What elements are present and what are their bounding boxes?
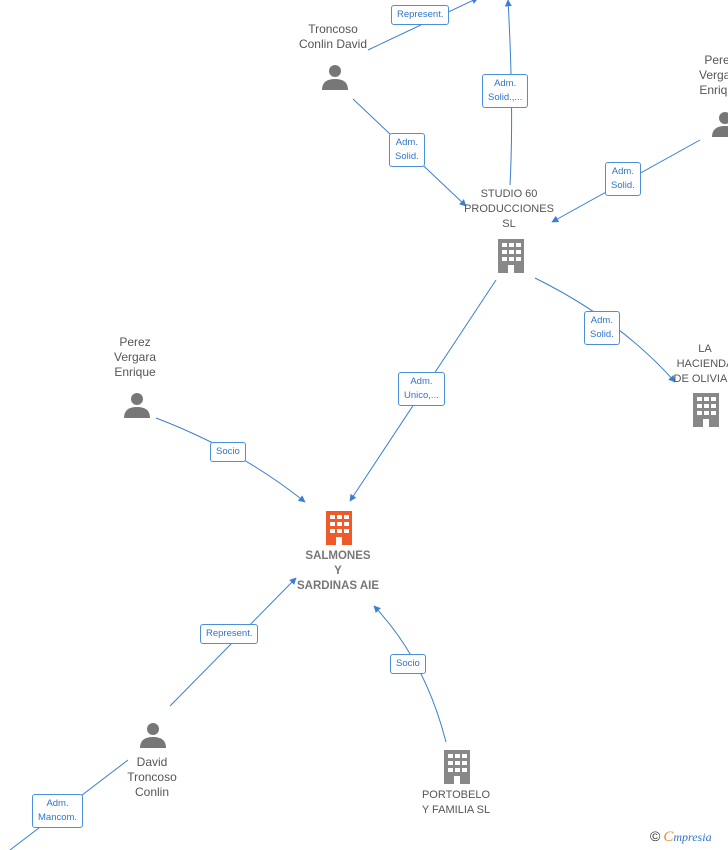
node-salmones-label[interactable]: SALMONES Y SARDINAS AIE xyxy=(288,549,388,594)
label-line: Y xyxy=(334,565,342,577)
node-troncoso-top-label[interactable]: Troncoso Conlin David xyxy=(293,22,373,52)
edge-label-adm-unico[interactable]: Adm. Unico,... xyxy=(398,372,445,406)
label-line: David xyxy=(136,755,168,769)
edges xyxy=(9,0,701,850)
building-icon[interactable] xyxy=(326,511,352,545)
building-icon[interactable] xyxy=(498,239,524,273)
label-line: Vergara xyxy=(113,350,157,364)
edge-label-line: Socio xyxy=(396,658,420,669)
label-line: PORTOBELO xyxy=(421,789,491,801)
node-perez-right-label[interactable]: Perez Vergara Enrique xyxy=(690,53,728,98)
edge-label-line: Adm. xyxy=(590,315,613,326)
edge-label-line: Adm. xyxy=(494,78,517,89)
label-line: Enrique xyxy=(699,83,728,97)
label-line: Conlin xyxy=(134,785,170,799)
node-david-label[interactable]: David Troncoso Conlin xyxy=(112,755,192,800)
edge-label-socio-perez[interactable]: Socio xyxy=(210,442,246,462)
edge-label-adm-mancom[interactable]: Adm. Mancom. xyxy=(32,794,84,828)
label-line: Troncoso xyxy=(127,770,177,784)
edge-label-adm-solid-top[interactable]: Adm. Solid.,... xyxy=(482,74,529,108)
edge-label-line: Socio xyxy=(216,446,240,457)
label-line: Enrique xyxy=(114,365,156,379)
edge-label-adm-solid-troncoso[interactable]: Adm. Solid. xyxy=(389,133,425,167)
edge-label-line: Solid. xyxy=(590,329,614,340)
copyright-icon: © xyxy=(650,828,661,844)
node-studio60-label[interactable]: STUDIO 60 PRODUCCIONES SL xyxy=(459,187,559,232)
label-line: Perez xyxy=(119,335,151,349)
label-line: SL xyxy=(502,218,516,230)
label-line: PRODUCCIONES xyxy=(464,203,554,215)
person-icon[interactable] xyxy=(124,393,150,418)
label-line: Troncoso xyxy=(308,22,358,36)
label-line: DE OLIVIA... xyxy=(673,373,728,385)
edge-label-line: Adm. xyxy=(395,137,418,148)
edge-label-adm-solid-hacienda[interactable]: Adm. Solid. xyxy=(584,311,620,345)
person-icon[interactable] xyxy=(322,65,348,90)
edge-label-line: Solid. xyxy=(395,151,419,162)
edge-label-represent-top[interactable]: Represent. xyxy=(391,5,450,25)
label-line: Vergara xyxy=(698,68,728,82)
edge-label-line: Adm. xyxy=(410,376,433,387)
brand-name: mpresia xyxy=(673,830,712,844)
label-line: Y FAMILIA SL xyxy=(421,804,491,816)
label-line: HACIENDA xyxy=(676,358,728,370)
edge-label-line: Adm. xyxy=(46,798,69,809)
label-line: STUDIO 60 xyxy=(480,188,538,200)
node-portobelo-label[interactable]: PORTOBELO Y FAMILIA SL xyxy=(406,788,506,818)
brand-initial: C xyxy=(663,829,674,845)
label-line: SALMONES xyxy=(305,550,371,562)
edge-label-line: Mancom. xyxy=(38,812,78,823)
building-icon[interactable] xyxy=(444,750,470,784)
edge-label-socio-portobelo[interactable]: Socio xyxy=(390,654,426,674)
edge-portobelo-salmones xyxy=(373,605,447,743)
edge-label-line: Unico,... xyxy=(404,390,439,401)
label-line: Perez xyxy=(704,53,728,67)
building-icon[interactable] xyxy=(693,393,719,427)
node-perez-left-label[interactable]: Perez Vergara Enrique xyxy=(100,335,170,380)
edge-label-line: Represent. xyxy=(206,628,253,639)
edge-label-line: Solid.,... xyxy=(488,92,523,103)
edge-label-line: Represent. xyxy=(397,9,444,20)
edge-label-represent-david[interactable]: Represent. xyxy=(200,624,259,644)
edge-label-line: Solid. xyxy=(611,180,635,191)
label-line: Conlin David xyxy=(298,37,368,51)
edge-label-line: Adm. xyxy=(611,166,634,177)
empresia-logo: © Cmpresia xyxy=(650,828,712,846)
label-line: SARDINAS AIE xyxy=(297,580,379,592)
edge-label-adm-solid-perez[interactable]: Adm. Solid. xyxy=(605,162,641,196)
person-icon[interactable] xyxy=(712,112,728,137)
person-icon[interactable] xyxy=(140,723,166,748)
label-line: LA xyxy=(698,343,712,355)
node-hacienda-label[interactable]: LA HACIENDA DE OLIVIA... xyxy=(668,342,728,387)
